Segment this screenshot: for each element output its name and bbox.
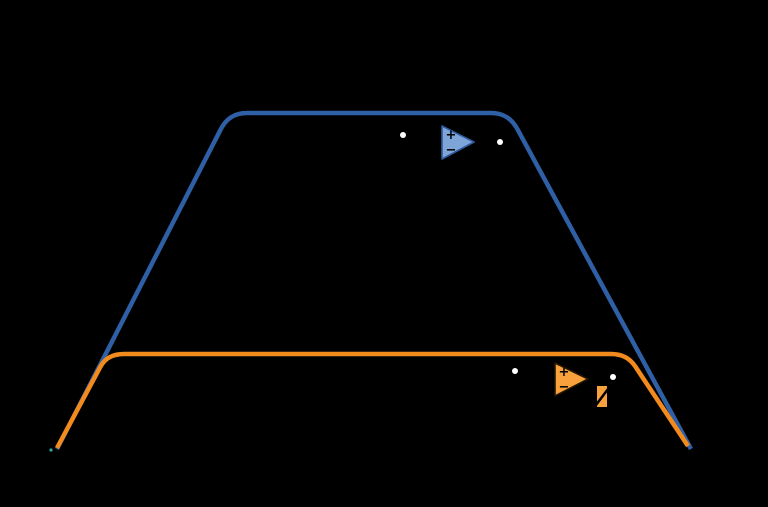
blue-opamp-minus-input-label: − <box>446 143 457 158</box>
teal-artifact-dot <box>49 448 53 452</box>
orange-opamp-input-dot <box>512 368 518 374</box>
blue-opamp-plus-input-label: + <box>446 128 457 143</box>
blue-high-supply-swing-curve <box>54 110 693 451</box>
orange-low-supply-swing-curve <box>55 351 690 450</box>
blue-opamp-triangle-icon <box>441 125 475 160</box>
orange-opamp-minus-input-label: − <box>559 380 570 395</box>
orange-opamp-plus-input-label: + <box>559 365 570 380</box>
orange-opamp-output-dot <box>610 374 616 380</box>
orange-opamp-triangle-icon <box>554 362 589 397</box>
blue-opamp-output-dot <box>497 139 503 145</box>
blue-opamp-input-dot <box>400 132 406 138</box>
orange-load-resistor-slash <box>595 388 609 406</box>
